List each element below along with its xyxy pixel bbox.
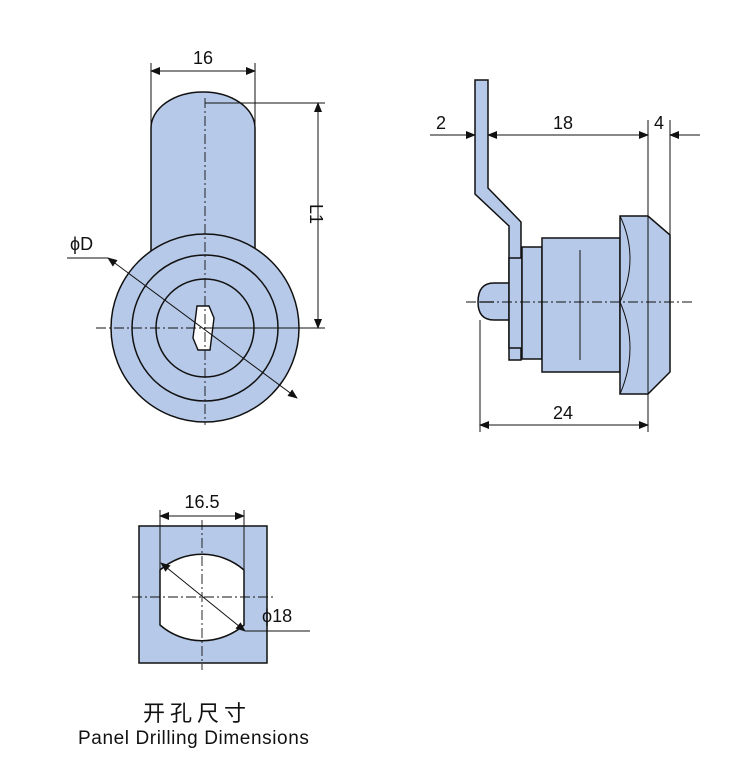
nut-washer (521, 246, 543, 360)
diameter-leader (107, 257, 298, 399)
flange-curve-top (619, 215, 631, 303)
cutout-diameter-label: ϕ18 (262, 606, 292, 626)
caption-english: Panel Drilling Dimensions (78, 728, 310, 749)
flange-label: 4 (654, 113, 664, 133)
total-length-label: 24 (553, 403, 573, 423)
hex-nut (508, 257, 523, 349)
front-view: 16 L1 ϕD (67, 48, 326, 425)
side-view: 2 18 4 24 (430, 79, 700, 432)
cam-offset-label: 2 (436, 113, 446, 133)
diameter-label: ϕD (70, 234, 93, 254)
caption-chinese: 开孔尺寸 (143, 702, 252, 727)
cutout-width-label: 16.5 (184, 492, 219, 512)
cam-arm (150, 91, 256, 256)
flange (619, 215, 671, 395)
lock-cylinder (541, 237, 621, 373)
width-label: 16 (193, 48, 213, 68)
cutout-diameter-leader (160, 562, 246, 632)
panel-cutout: 16.5 ϕ18 (132, 492, 310, 670)
length-label: L1 (306, 204, 326, 224)
flange-curve-bottom (619, 301, 631, 395)
body-length-label: 18 (553, 113, 573, 133)
